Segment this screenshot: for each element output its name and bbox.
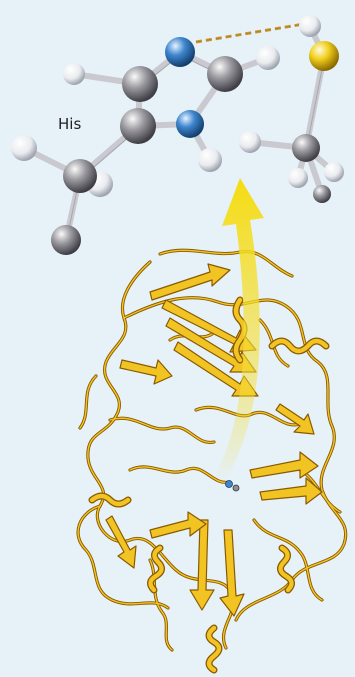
nitrogen-atoms — [165, 37, 204, 138]
hydrogen-atoms — [11, 15, 344, 197]
sulfur-atom — [309, 41, 339, 71]
residue-label-his: His — [58, 115, 81, 133]
protein-ribbon — [76, 248, 348, 674]
carbon-atoms — [51, 56, 331, 255]
ball-and-stick-model — [11, 15, 344, 255]
zoom-arrow — [214, 178, 264, 482]
